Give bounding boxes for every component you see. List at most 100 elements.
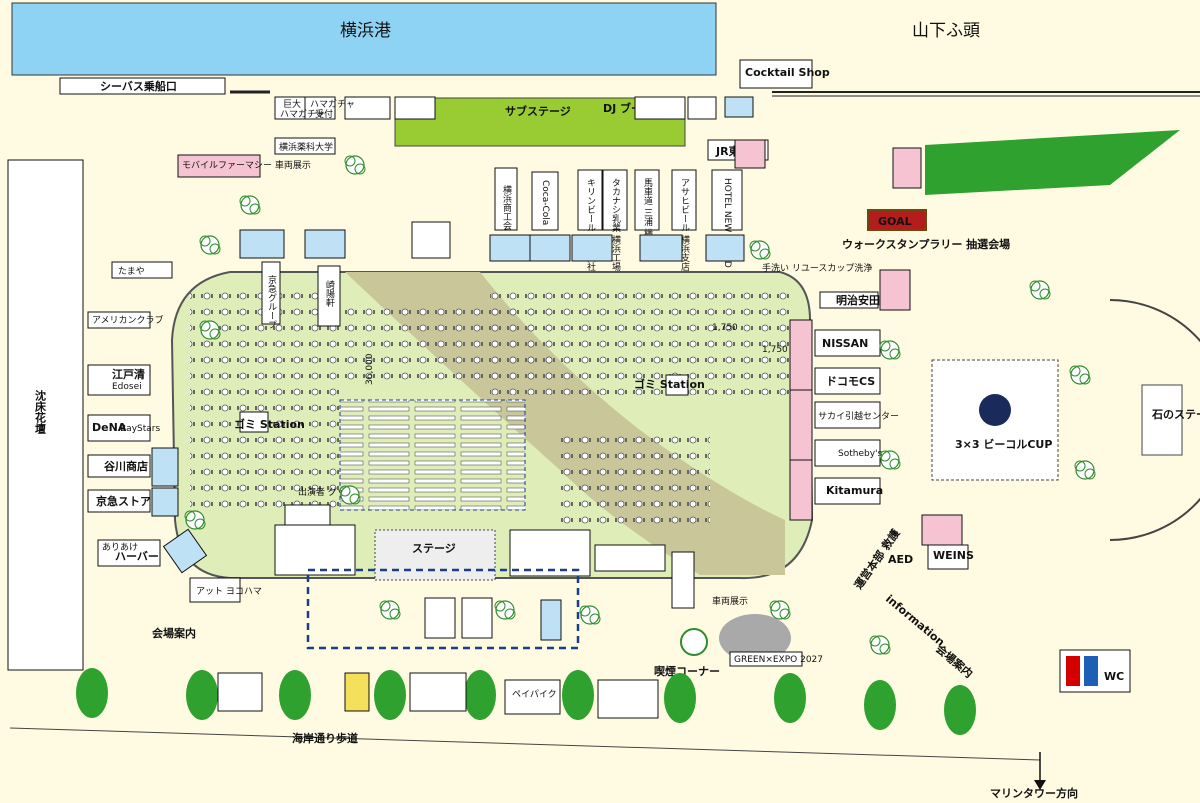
sponsor-kirin: キリンビール 横浜支社	[585, 178, 596, 272]
baystars-label: BayStars	[120, 424, 160, 434]
at-yokohama-label: アット ヨコハマ	[196, 587, 262, 597]
vehicle-display-label: 車両展示	[712, 595, 748, 607]
cocktail-shop-booth	[724, 96, 754, 118]
smoking-icon	[680, 628, 708, 656]
edosei-label: 江戸清	[112, 367, 145, 381]
marine-tower-arrowhead	[1034, 780, 1046, 790]
seabus-box	[59, 77, 226, 95]
kiyoken-label: 崎陽軒	[324, 279, 335, 308]
bottom-area	[306, 568, 580, 650]
venue-info-left-label: 会場案内	[152, 626, 196, 640]
at-yokohama-sign	[189, 577, 241, 603]
stage-tents	[274, 504, 666, 577]
wc-male-icon	[1084, 656, 1098, 686]
left-blue-booths	[151, 447, 208, 574]
seating-right-lower	[560, 430, 710, 530]
promenade-label: 海岸通り歩道	[292, 731, 358, 745]
green-expo-label: GREEN×EXPO 2027	[734, 655, 823, 665]
walk-rally-label: ウォークスタンプラリー 抽選会場	[842, 237, 1010, 251]
count-label-2: 1,750	[712, 323, 738, 333]
green-expo-area	[719, 614, 791, 662]
venue-info-right-label: 会場案内	[933, 642, 976, 681]
university-sign	[274, 137, 336, 155]
basketball-label: 3×3 ビーコルCUP	[955, 437, 1052, 451]
booth-hama1-label: ハマガチャ	[310, 99, 355, 110]
seabus-label: シーバス乗船口	[100, 79, 177, 93]
flowerbed-label: 沈床花壇	[34, 389, 47, 434]
count-label: 36,000	[365, 353, 375, 385]
green-strip	[925, 130, 1180, 195]
meiji-yasuda-label: 明治安田	[836, 293, 880, 307]
sub-stage-label: サブステージ	[505, 104, 571, 118]
left-sponsors	[87, 311, 161, 567]
bottom-trees	[76, 668, 976, 735]
wc-label: WC	[1104, 670, 1124, 683]
goal-label: GOAL	[878, 215, 912, 228]
stone-stage	[1141, 384, 1183, 456]
harbor-label: 横浜港	[340, 21, 391, 41]
university-label: 横浜薬科大学	[279, 141, 333, 153]
goal-banner	[867, 209, 927, 231]
dena-label: DeNA	[92, 421, 127, 434]
kitamura-label: Kitamura	[826, 484, 883, 497]
harbor-sponsor-label: ハーバー	[115, 550, 159, 563]
peipaiku-label: ペイパイク	[512, 689, 557, 700]
right-pink-booths	[734, 139, 963, 546]
booth-big-label: 巨大	[283, 98, 301, 110]
cocktail-shop-sign	[739, 59, 813, 89]
sothebys-label: Sotheby's	[838, 449, 883, 459]
vehicle-display-sign	[671, 551, 695, 609]
kiyoken-sign	[317, 265, 341, 327]
docomo-label: ドコモCS	[826, 375, 875, 388]
tamaya-label: たまや	[118, 266, 145, 277]
sponsor-takanashi: タカナシ乳業 横浜工場	[610, 178, 621, 272]
mobile-pharmacy-label: モバイルファーマシー 車両展示	[182, 159, 311, 171]
bottom-booths	[217, 672, 659, 719]
edosei-sub-label: Edosei	[112, 382, 142, 392]
booth-hama2-label: ハマガチャ	[280, 109, 325, 120]
sponsor-asahi: アサヒビール 横浜支店	[679, 178, 690, 272]
cocktail-shop-label: Cocktail Shop	[745, 66, 830, 79]
sponsor-hotel-ng: HOTEL NEW GRAND	[722, 178, 732, 268]
wash-label: 手洗い リユースカップ洗浄	[762, 262, 872, 274]
chair-block	[339, 399, 526, 511]
bottom-tents	[424, 597, 562, 641]
marine-tower-label: マリンタワー方向	[990, 786, 1078, 800]
tamaya-sign	[111, 261, 173, 279]
garbage-station-right-label: ゴミ Station	[634, 377, 705, 391]
sponsor-signs	[494, 167, 743, 231]
booth-reception-label: 受付	[315, 108, 333, 120]
green-expo-sign	[729, 651, 803, 667]
count-label-3: 1,750	[762, 345, 788, 355]
sakai-label: サカイ引越センター	[818, 410, 899, 422]
sponsor-basha: 馬車道 三浦 横浜 店	[642, 178, 653, 260]
garbage-station-left-label: ゴミ Station	[234, 417, 305, 431]
top-booths	[274, 96, 717, 120]
tanigawa-label: 谷川商店	[104, 459, 148, 473]
keikyu-group-sign	[261, 261, 281, 325]
main-stage-label: ステージ	[412, 542, 456, 555]
garbage-station-right	[665, 374, 689, 396]
right-sponsor-signs	[814, 291, 969, 570]
information-label: information	[883, 592, 947, 649]
sponsor-cocacola: Coca-Cola	[540, 180, 550, 225]
garbage-station-left	[239, 411, 269, 433]
main-stage	[374, 529, 496, 581]
harbor-sub-label: ありあけ	[102, 542, 138, 553]
aed-label: AED	[888, 553, 913, 566]
weins-label: WEINS	[933, 549, 974, 562]
stone-stage-label: 石のステージ	[1151, 408, 1200, 421]
nissan-label: NISSAN	[822, 337, 868, 350]
sponsor-yokohama-shoko: 横浜商工会	[501, 184, 512, 231]
promenade-line	[9, 727, 1041, 761]
keikyu-store-label: 京急ストア	[96, 494, 151, 508]
top-blue-booths	[239, 221, 745, 262]
flowerbed-area	[7, 159, 84, 671]
harbor-sea	[11, 2, 717, 76]
beacol-icon	[979, 394, 1011, 426]
keikyu-group-label: 京急グループ	[266, 274, 277, 329]
stone-stage-arc	[1109, 299, 1200, 541]
american-club-label: アメリカンクラブ	[92, 314, 164, 326]
mobile-pharmacy-sign	[177, 154, 261, 178]
